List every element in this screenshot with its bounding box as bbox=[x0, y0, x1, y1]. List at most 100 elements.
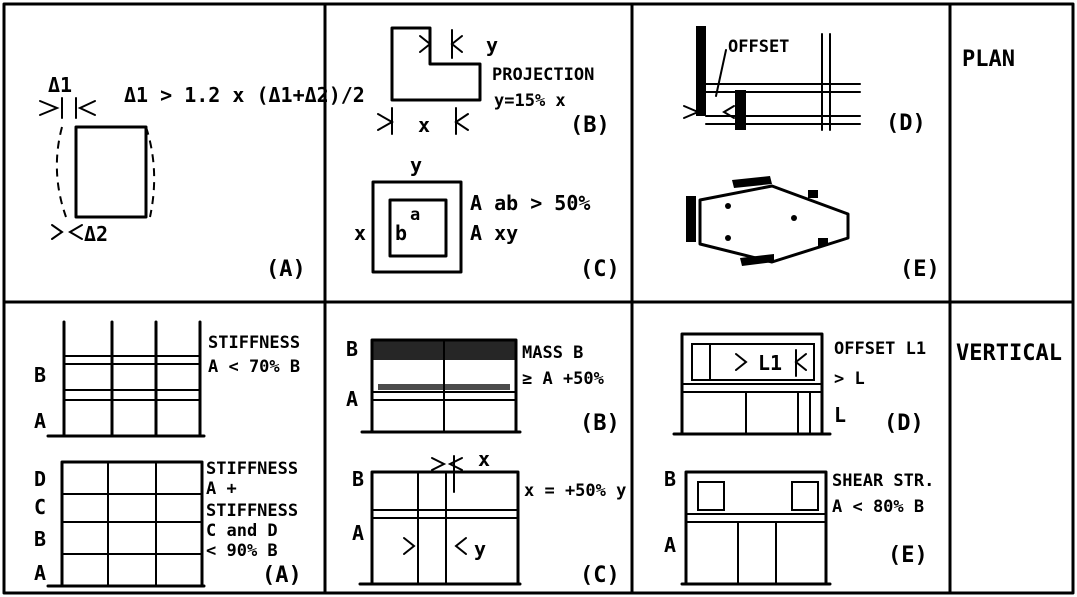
vertical-a-soft-story: B A STIFFNESS A < 70% B bbox=[34, 320, 300, 438]
plan-b-reentrant-corner: y PROJECTION y=15% x x (B) bbox=[377, 26, 610, 138]
plan-a-building bbox=[74, 125, 148, 219]
plan-e-column bbox=[818, 238, 828, 246]
plan-b-tag: (B) bbox=[570, 113, 610, 138]
plan-d-leader bbox=[715, 49, 727, 97]
plan-c-opening bbox=[388, 198, 448, 258]
plan-a-tag: (A) bbox=[266, 257, 306, 282]
va2-l2: A + bbox=[206, 479, 237, 499]
vc-y-label: y bbox=[474, 537, 486, 561]
plan-d-wall-lower bbox=[735, 90, 746, 130]
plan-c-diaphragm-opening: y x a b A ab > 50% A xy (C) bbox=[354, 153, 620, 282]
vd-l2-text: > L bbox=[834, 369, 865, 389]
vc-b-label: B bbox=[352, 467, 364, 491]
plan-b-x-dim bbox=[377, 107, 469, 135]
plan-b-projection-label: PROJECTION bbox=[492, 65, 594, 85]
vc-x-dim bbox=[431, 455, 463, 493]
vc-x-label: x bbox=[478, 447, 490, 471]
plan-a-deflected-left bbox=[55, 126, 67, 218]
ve-wall-upper-left bbox=[697, 481, 725, 511]
va2-tag: (A) bbox=[262, 563, 302, 588]
plan-e-outline bbox=[698, 184, 850, 264]
va2-l1: STIFFNESS bbox=[206, 459, 298, 479]
plan-c-tag: (C) bbox=[580, 257, 620, 282]
vb-tag: (B) bbox=[580, 411, 620, 436]
ve-tag: (E) bbox=[888, 543, 928, 568]
plan-c-a-label: a bbox=[410, 205, 420, 225]
vb-l1: MASS B bbox=[522, 343, 583, 363]
plan-e-dot bbox=[791, 215, 797, 221]
plan-e-wall-left bbox=[686, 196, 696, 242]
plan-c-y-label: y bbox=[410, 153, 422, 177]
plan-a-deflected-right bbox=[145, 126, 156, 218]
plan-b-y-label: y bbox=[486, 33, 498, 57]
plan-b-lshape bbox=[390, 26, 482, 102]
plan-e-dot bbox=[725, 235, 731, 241]
vc-rule: x = +50% y bbox=[524, 481, 626, 501]
vertical-row-label: VERTICAL bbox=[956, 341, 1062, 366]
plan-c-outer bbox=[371, 180, 463, 274]
vertical-a-extreme-soft-story: D C B A STIFFNESS A + STIFFNESS C and D … bbox=[34, 459, 302, 588]
vd-upper-bay bbox=[691, 343, 815, 381]
va2-frame bbox=[60, 460, 204, 588]
vertical-c-geometric: x y B A x = +50% y (C) bbox=[352, 447, 626, 588]
plan-d-offset-label: OFFSET bbox=[728, 37, 789, 57]
plan-e-column bbox=[808, 190, 818, 198]
ve-wall-upper-right bbox=[791, 481, 819, 511]
plan-e-tag: (E) bbox=[900, 257, 940, 282]
ve-l2: A < 80% B bbox=[832, 497, 924, 517]
vb-a-label: A bbox=[346, 387, 358, 411]
plan-e-nonparallel: (E) bbox=[686, 176, 940, 282]
vd-l1-label: L1 bbox=[758, 351, 782, 375]
va-a-label: A bbox=[34, 409, 46, 433]
plan-d-dim bbox=[683, 105, 735, 119]
plan-b-rule: y=15% x bbox=[494, 91, 566, 111]
plan-e-wall-bottom bbox=[740, 254, 774, 266]
vb-b-label: B bbox=[346, 337, 358, 361]
ve-frame bbox=[684, 470, 828, 586]
vertical-b-mass: B A MASS B ≥ A +50% (B) bbox=[346, 337, 620, 436]
va-b-label: B bbox=[34, 363, 46, 387]
plan-c-x-label: x bbox=[354, 221, 366, 245]
vd-l-label: L bbox=[834, 403, 846, 427]
plan-d-tag: (D) bbox=[886, 111, 926, 136]
plan-d-offset: OFFSET (D) bbox=[683, 26, 926, 136]
va2-l5: < 90% B bbox=[206, 541, 278, 561]
plan-a-delta1-arrows bbox=[39, 100, 96, 116]
plan-a-torsion-diagram: Δ1 Δ1 > 1.2 x (Δ1+Δ2)/2 Δ2 (A) bbox=[39, 73, 365, 282]
vd-l1-text: OFFSET L1 bbox=[834, 339, 926, 359]
vb-l2: ≥ A +50% bbox=[522, 369, 605, 389]
va2-c-label: C bbox=[34, 495, 46, 519]
vc-a-label: A bbox=[352, 521, 364, 545]
plan-a-delta2-label: Δ2 bbox=[84, 222, 108, 246]
plan-e-dot bbox=[725, 203, 731, 209]
plan-a-formula: Δ1 > 1.2 x (Δ1+Δ2)/2 bbox=[124, 83, 365, 107]
vc-tag: (C) bbox=[580, 563, 620, 588]
vc-y-dim bbox=[403, 537, 467, 555]
va2-a-label: A bbox=[34, 561, 46, 585]
va-stiffness-label: STIFFNESS bbox=[208, 333, 300, 353]
va2-b-label: B bbox=[34, 527, 46, 551]
plan-row-label: PLAN bbox=[962, 47, 1015, 72]
va2-l3: STIFFNESS bbox=[206, 501, 298, 521]
vertical-d-inplane-offset: L1 OFFSET L1 > L L (D) bbox=[672, 332, 926, 436]
plan-e-wall-top bbox=[732, 176, 772, 188]
plan-a-delta2-arrows bbox=[51, 224, 83, 240]
va2-l4: C and D bbox=[206, 521, 278, 541]
vertical-e-weak-story: B A SHEAR STR. A < 80% B (E) bbox=[664, 467, 934, 586]
vd-tag: (D) bbox=[884, 411, 924, 436]
plan-d-wall-upper bbox=[696, 26, 706, 116]
plan-a-delta1-label: Δ1 bbox=[48, 73, 72, 97]
ve-a-label: A bbox=[664, 533, 676, 557]
vd-l1-dim bbox=[735, 349, 807, 377]
plan-c-b-label: b bbox=[395, 221, 407, 245]
va2-d-label: D bbox=[34, 467, 46, 491]
plan-c-rule-2: A xy bbox=[470, 221, 518, 245]
va-rule: A < 70% B bbox=[208, 357, 300, 377]
plan-b-y-dim bbox=[419, 29, 463, 59]
ve-l1: SHEAR STR. bbox=[832, 471, 934, 491]
plan-b-x-label: x bbox=[418, 113, 430, 137]
ve-b-label: B bbox=[664, 467, 676, 491]
